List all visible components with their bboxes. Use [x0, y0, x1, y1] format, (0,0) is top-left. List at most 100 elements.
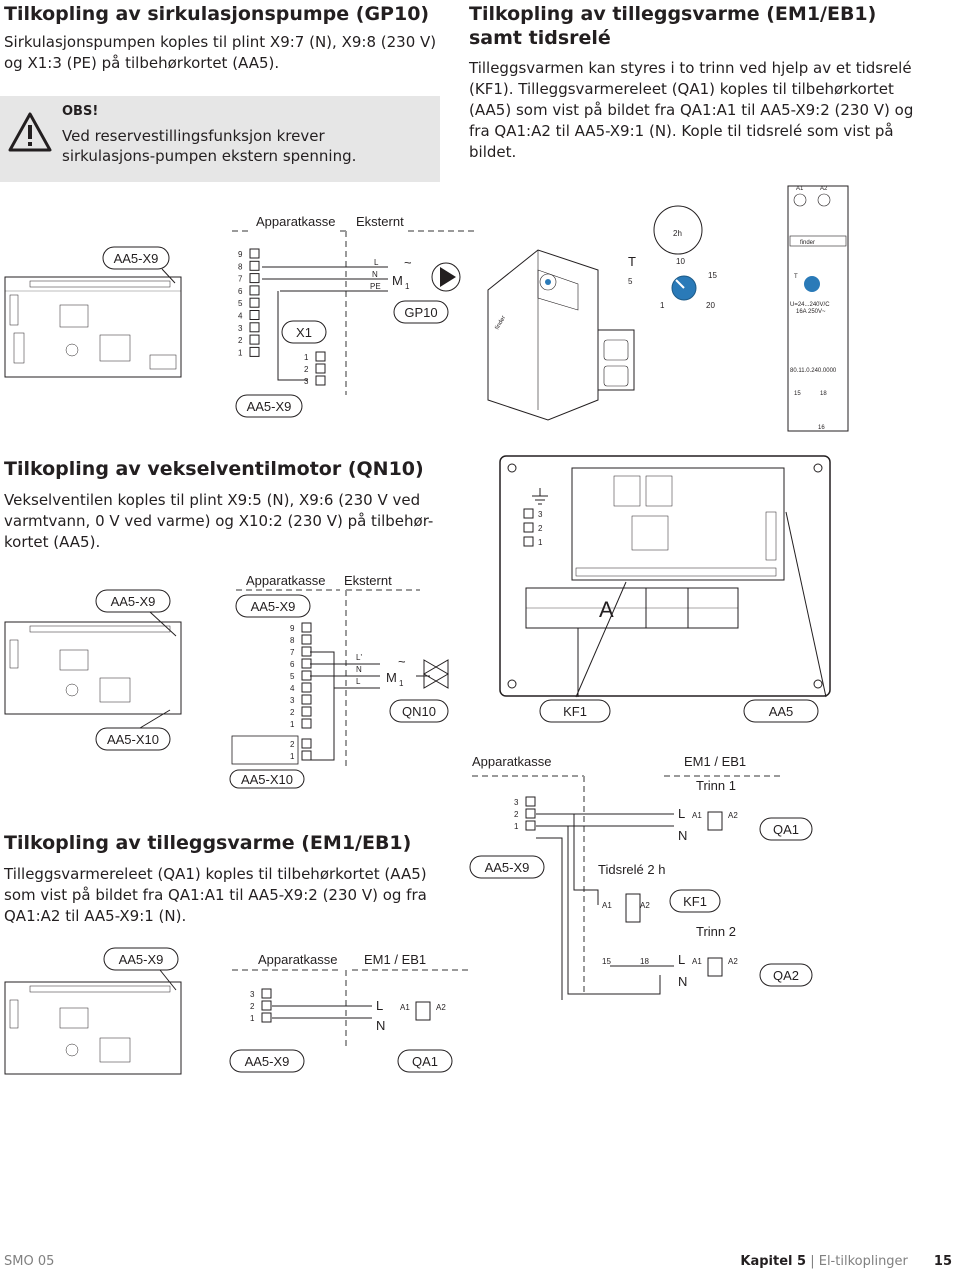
svg-text:Trinn 1: Trinn 1	[696, 778, 736, 793]
warning-text: Ved reservestillingsfunksjon krever sirk…	[62, 127, 357, 165]
terminal-number: 3	[250, 990, 255, 999]
callout-gp10	[393, 300, 449, 324]
terminal-number: 1	[290, 752, 295, 761]
callout-gp10-label: GP10	[404, 305, 437, 320]
svg-text:~: ~	[404, 255, 412, 270]
heading-qn10: Tilkopling av vekselventilmotor (QN10)	[4, 458, 424, 480]
terminal-number: 9	[238, 250, 243, 259]
timer-relay-front: A1 A2 finder T U=24...240V/C 16A 250V~ 8…	[787, 185, 849, 432]
terminal	[301, 670, 312, 681]
svg-text:~: ~	[398, 654, 406, 669]
terminal-number: 7	[290, 648, 295, 657]
timer-dial: 2h T 10 15 20 5 1	[628, 205, 717, 310]
terminal	[315, 375, 326, 386]
svg-text:1: 1	[399, 679, 404, 688]
heading-em1: Tilkopling av tilleggsvarme (EM1/EB1)	[4, 832, 412, 854]
terminal	[249, 260, 260, 271]
svg-text:2h: 2h	[673, 229, 682, 238]
svg-text:Trinn 2: Trinn 2	[696, 924, 736, 939]
svg-text:T: T	[794, 274, 798, 280]
terminal	[249, 310, 260, 320]
svg-text:AA5-X9: AA5-X9	[111, 594, 156, 609]
svg-text:18: 18	[820, 391, 827, 397]
callout-aa5-box	[743, 699, 819, 723]
terminal-strip-x1: 123	[304, 351, 326, 386]
body-qn10: Vekselventilen koples til plint X9:5 (N)…	[4, 491, 434, 551]
timer-relay-drawing: finder 2h T 10 15 20 5 1 A1 A2 finder T …	[487, 185, 849, 432]
callout-qn10	[389, 699, 449, 723]
label-apparatkasse-3: Apparatkasse	[472, 754, 552, 769]
terminal-number: 3	[538, 510, 543, 519]
terminal	[249, 297, 260, 308]
label-timer: Tidsrelé 2 h	[598, 862, 665, 877]
terminal	[525, 796, 536, 807]
terminal	[301, 750, 312, 761]
terminal-number: 2	[238, 336, 243, 345]
terminal-number: 1	[538, 538, 543, 547]
ground-icon	[532, 488, 548, 505]
svg-text:QA2: QA2	[773, 968, 799, 983]
section-em1-timer: Tilkopling av tilleggsvarme (EM1/EB1) sa…	[469, 2, 929, 163]
svg-text:AA5-X9: AA5-X9	[251, 599, 296, 614]
svg-text:20: 20	[706, 301, 715, 310]
heading-em1-timer: Tilkopling av tilleggsvarme (EM1/EB1) sa…	[469, 3, 877, 49]
callout-aa5x9-4	[103, 947, 179, 971]
footer-page-number: 15	[933, 1254, 952, 1269]
callout-aa5x9-bottom	[235, 394, 303, 418]
warning-title: OBS!	[62, 104, 99, 119]
pump-motor-icon: M ~ 1	[392, 255, 461, 292]
din-rail-relays: A	[525, 587, 739, 629]
svg-text:N: N	[356, 665, 362, 674]
terminal-number: 1	[290, 720, 295, 729]
svg-text:A2: A2	[436, 1003, 446, 1012]
svg-text:L: L	[356, 677, 361, 686]
diagram-qn10: Apparatkasse Eksternt AA5-X9 AA5-X9 AA5-…	[4, 573, 449, 789]
terminal	[249, 322, 260, 333]
label-apparatkasse-2: Apparatkasse	[246, 573, 326, 588]
valve-motor-icon: M ~ 1	[386, 654, 449, 689]
diagram-enclosure: 321 A KF1 AA5	[499, 455, 831, 723]
svg-text:L': L'	[356, 653, 362, 662]
svg-text:finder: finder	[800, 240, 815, 246]
label-apparatkasse-4: Apparatkasse	[258, 952, 338, 967]
svg-text:A1: A1	[692, 811, 702, 820]
terminal	[301, 718, 312, 729]
callout-aa5x9-5	[229, 1049, 305, 1073]
terminal-number: 2	[290, 708, 295, 717]
terminal	[525, 808, 536, 819]
terminal-number: 2	[250, 1002, 255, 1011]
body-em1-timer: Tilleggsvarmen kan styres i to trinn ved…	[469, 59, 914, 161]
footer-section: El-tilkoplinger	[818, 1254, 908, 1269]
svg-text:AA5: AA5	[769, 704, 794, 719]
terminal-number: 1	[514, 822, 519, 831]
terminal	[301, 634, 312, 645]
section-qn10: Tilkopling av vekselventilmotor (QN10) V…	[4, 457, 444, 553]
svg-text:AA5-X10: AA5-X10	[107, 732, 159, 747]
circuit-board-4	[4, 981, 182, 1075]
terminal	[523, 508, 534, 519]
terminal-number: 3	[238, 324, 243, 333]
svg-text:T: T	[628, 254, 636, 269]
section-gp10: Tilkopling av sirkulasjonspumpe (GP10) S…	[4, 2, 444, 74]
svg-text:A1: A1	[400, 1003, 410, 1012]
svg-text:M: M	[386, 670, 397, 685]
callout-aa5x9-2	[95, 589, 171, 613]
callout-x1	[281, 320, 327, 344]
svg-text:QA1: QA1	[773, 822, 799, 837]
svg-text:L: L	[678, 806, 685, 821]
terminal-number: 2	[514, 810, 519, 819]
label-apparatkasse: Apparatkasse	[256, 214, 336, 229]
section-em1: Tilkopling av tilleggsvarme (EM1/EB1) Ti…	[4, 831, 444, 927]
svg-text:U=24...240V/C: U=24...240V/C	[790, 302, 830, 308]
svg-text:10: 10	[676, 257, 685, 266]
svg-text:N: N	[678, 828, 687, 843]
svg-text:L: L	[678, 952, 685, 967]
terminal	[301, 694, 312, 705]
terminal	[261, 1012, 272, 1023]
callout-qa1-3	[759, 817, 813, 841]
warning-icon	[8, 112, 52, 152]
callout-aa5x10-2	[229, 769, 305, 789]
